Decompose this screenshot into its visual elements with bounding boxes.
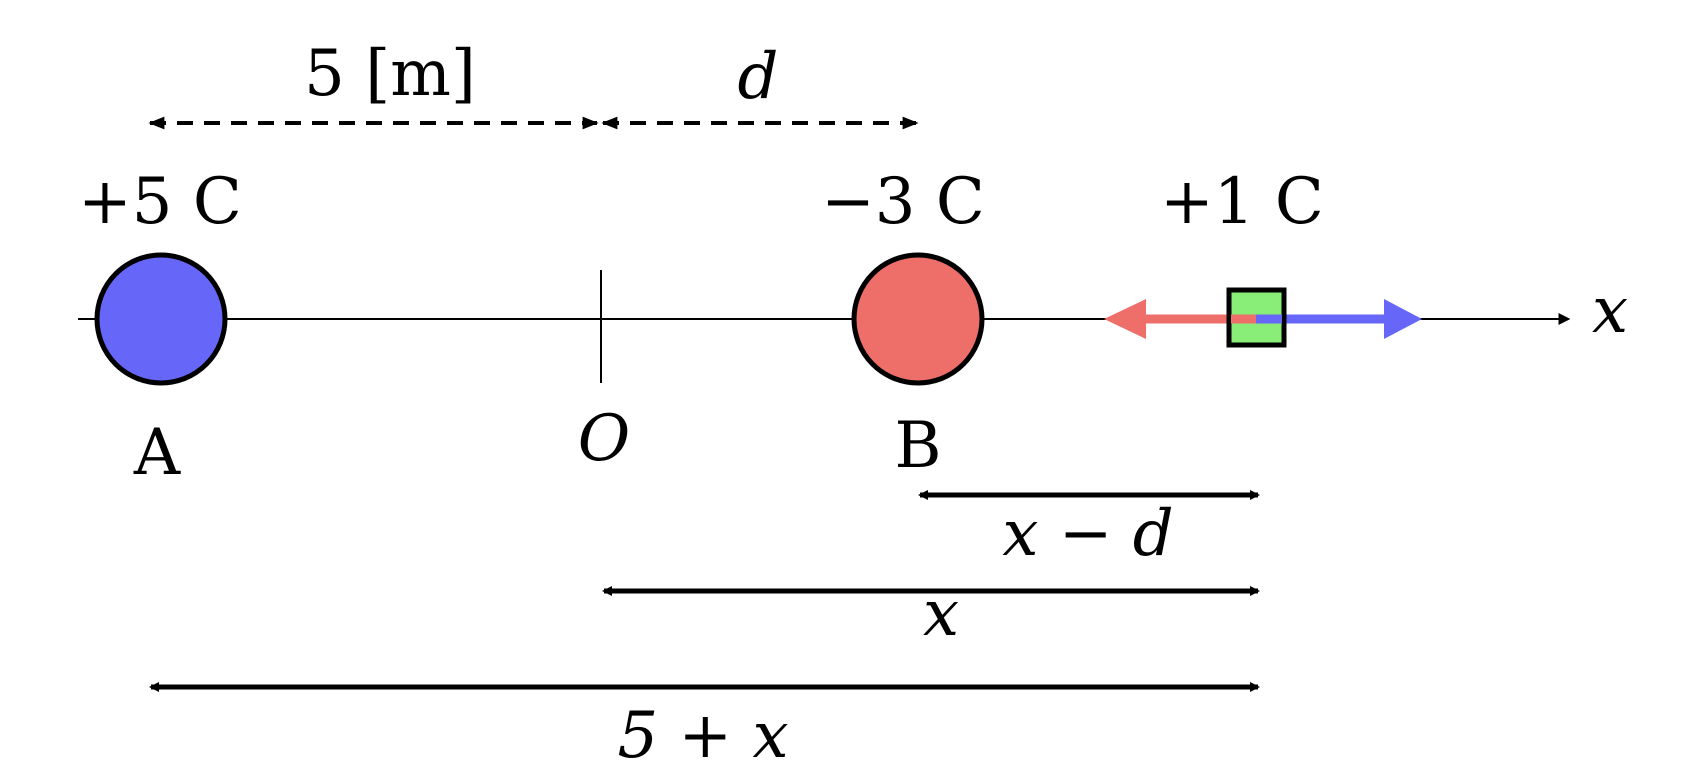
origin-label: O [578,402,630,476]
point-b-label: B [894,409,941,483]
test-charge-label: +1 C [1160,165,1324,239]
force-attract-arrowhead [1104,299,1146,339]
dist-five-plus-x-label: 5 + x [617,699,788,773]
charge-a-circle [94,252,228,386]
dim-d-label: d [738,40,779,114]
charge-a-label: +5 C [78,165,242,239]
force-repel-arrowhead [1384,299,1422,339]
dim-five-label: 5 [m] [304,37,476,111]
point-a-label: A [133,416,181,490]
dist-x-label: x [923,577,959,651]
dist-x-minus-d-label: x − d [1002,497,1173,571]
x-axis-label: x [1592,274,1628,348]
charge-b-label: −3 C [821,165,985,239]
charge-b-circle [851,252,985,386]
